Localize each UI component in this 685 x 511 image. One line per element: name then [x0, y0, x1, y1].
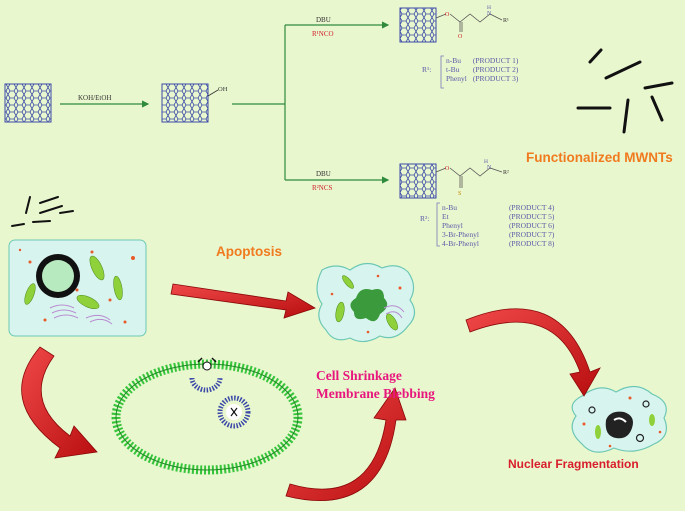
branch-arrows: [232, 21, 390, 184]
lower-reagent-isothiocyanate: R²NCS: [312, 184, 333, 192]
product-row: t-Bu(PRODUCT 2): [446, 65, 519, 74]
product-row: n-Bu(PRODUCT 4): [442, 203, 555, 212]
koh-reagent-label: KOH/EtOH: [78, 94, 112, 102]
internal-vesicle: [217, 395, 251, 429]
cell-shrinkage-label: Cell Shrinkage: [316, 368, 402, 383]
r1-atom: R¹: [503, 18, 509, 24]
upper-reagent-dbu: DBU: [316, 16, 331, 24]
r1-label: R¹:: [422, 65, 432, 74]
product-row: Et(PRODUCT 5): [442, 212, 555, 221]
apoptosis-title: Apoptosis: [216, 244, 282, 259]
s-atom: S: [458, 191, 461, 197]
product-row: Phenyl(PRODUCT 3): [446, 74, 519, 83]
carbamate-product: [399, 7, 503, 43]
oh-label: OH: [218, 86, 228, 93]
nuclear-fragmentation-label: Nuclear Fragmentation: [508, 457, 639, 471]
r2-bracket: [436, 202, 440, 247]
membrane-blebbing-label: Membrane Blebbing: [316, 386, 435, 401]
thiocarbamate-product: [399, 163, 503, 199]
lower-reagent-dbu: DBU: [316, 170, 331, 178]
h-atom-lower: H: [484, 159, 488, 165]
r2-atom: R²: [503, 170, 509, 176]
o-atom-lower: O: [445, 166, 450, 172]
r1-bracket: [440, 55, 444, 89]
product-row: n-Bu(PRODUCT 1): [446, 56, 519, 65]
n-atom-lower: N: [487, 165, 492, 171]
o-atom-upper: O: [445, 12, 450, 18]
r2-label: R²:: [420, 214, 430, 223]
upper-reagent-isocyanate: R¹NCO: [312, 30, 334, 38]
product-row: 3-Br-Phenyl(PRODUCT 7): [442, 230, 555, 239]
functionalized-mwnts-title: Functionalized MWNTs: [526, 150, 673, 165]
red-arrow-up: [285, 387, 407, 501]
o-atom-carbonyl: O: [458, 34, 463, 40]
product-row: Phenyl(PRODUCT 6): [442, 221, 555, 230]
red-arrow-apoptosis: [170, 283, 316, 319]
fragmented-cell: [571, 385, 667, 453]
mwnt-cluster: [11, 196, 74, 227]
mwnt-sticks: [576, 48, 674, 134]
n-atom-upper: N: [487, 11, 492, 17]
nanotube-raw: [4, 83, 52, 123]
product-row: 4-Br-Phenyl(PRODUCT 8): [442, 239, 555, 248]
red-arrow-down-left: [21, 346, 98, 459]
h-atom-upper: H: [487, 5, 491, 11]
r1-product-list: n-Bu(PRODUCT 1) t-Bu(PRODUCT 2) Phenyl(P…: [446, 56, 524, 83]
normal-cell: [8, 239, 147, 337]
cell-membrane: [111, 359, 303, 475]
r2-product-list: n-Bu(PRODUCT 4) Et(PRODUCT 5) Phenyl(PRO…: [442, 203, 560, 248]
shrunken-cell: [316, 262, 416, 343]
red-arrow-nuclear: [465, 308, 601, 397]
endocytic-vesicle: [189, 357, 223, 393]
nanotube-hydroxyl: [161, 83, 219, 123]
